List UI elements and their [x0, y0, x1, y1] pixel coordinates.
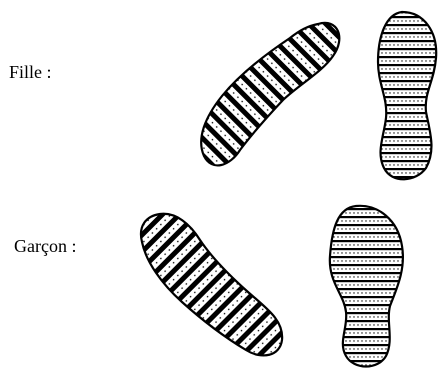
fille-footprint-right — [378, 12, 436, 179]
garcon-footprint-left — [141, 214, 282, 356]
garcon-footprint-right — [330, 206, 403, 367]
fille-footprint-left — [201, 23, 339, 165]
